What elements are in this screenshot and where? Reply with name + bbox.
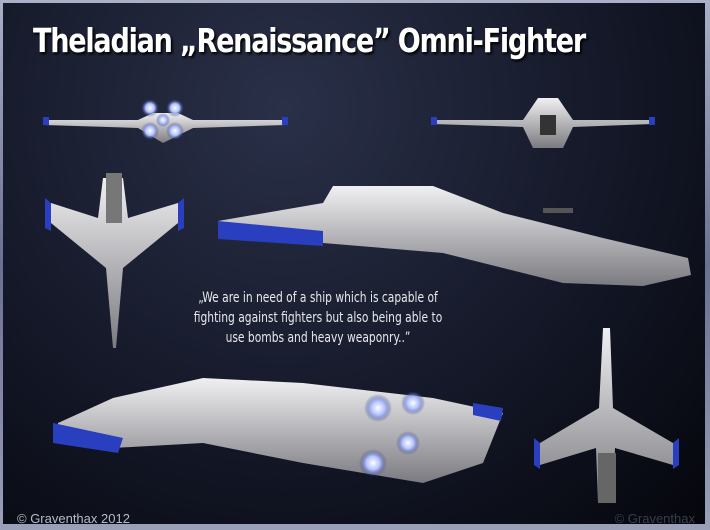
copyright-text: © Graventhax 2012 (17, 511, 130, 524)
ship-top-view (45, 173, 184, 348)
poster-canvas: Theladian „Renaissance” Omni-Fighter „We… (3, 3, 705, 524)
ship-bottom-view (534, 328, 679, 503)
ship-front-view (431, 98, 655, 148)
ship-perspective-view (53, 378, 503, 483)
poster-title: Theladian „Renaissance” Omni-Fighter (33, 21, 586, 60)
ship-rear-view (43, 99, 288, 143)
ship-side-view (218, 186, 691, 286)
watermark-text: © Graventhax (614, 511, 695, 524)
quote-text: „We are in need of a ship which is capab… (193, 290, 443, 346)
ship-renders (43, 98, 691, 503)
